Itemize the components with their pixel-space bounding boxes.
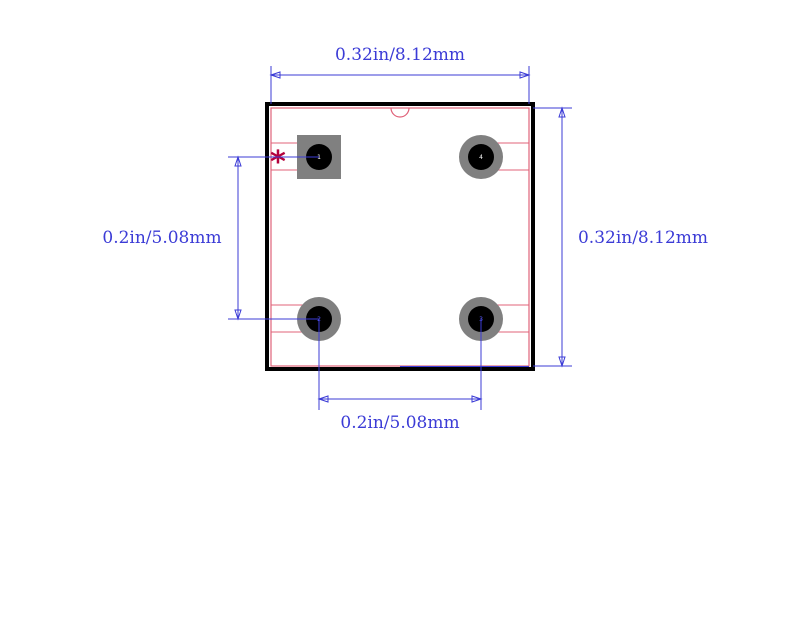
top-width-dimension — [269, 66, 531, 104]
orientation-notch — [390, 107, 410, 118]
right-height-label: 0.32in/8.12mm — [578, 228, 708, 248]
component-outline — [265, 102, 535, 371]
bottom-pitch-dimension — [317, 319, 483, 410]
pin-4-label: 4 — [479, 154, 483, 161]
pin-4-pad: 4 — [459, 135, 503, 179]
left-pitch-label: 0.2in/5.08mm — [102, 228, 221, 248]
pin-1-label: 1 — [317, 154, 321, 161]
pin1-marker: * — [270, 145, 286, 180]
right-height-dimension — [533, 106, 572, 368]
left-pitch-dimension — [228, 155, 319, 321]
top-width-label: 0.32in/8.12mm — [335, 45, 465, 65]
pin-1-pad: 1 — [297, 135, 341, 179]
bottom-pitch-label: 0.2in/5.08mm — [340, 413, 459, 433]
